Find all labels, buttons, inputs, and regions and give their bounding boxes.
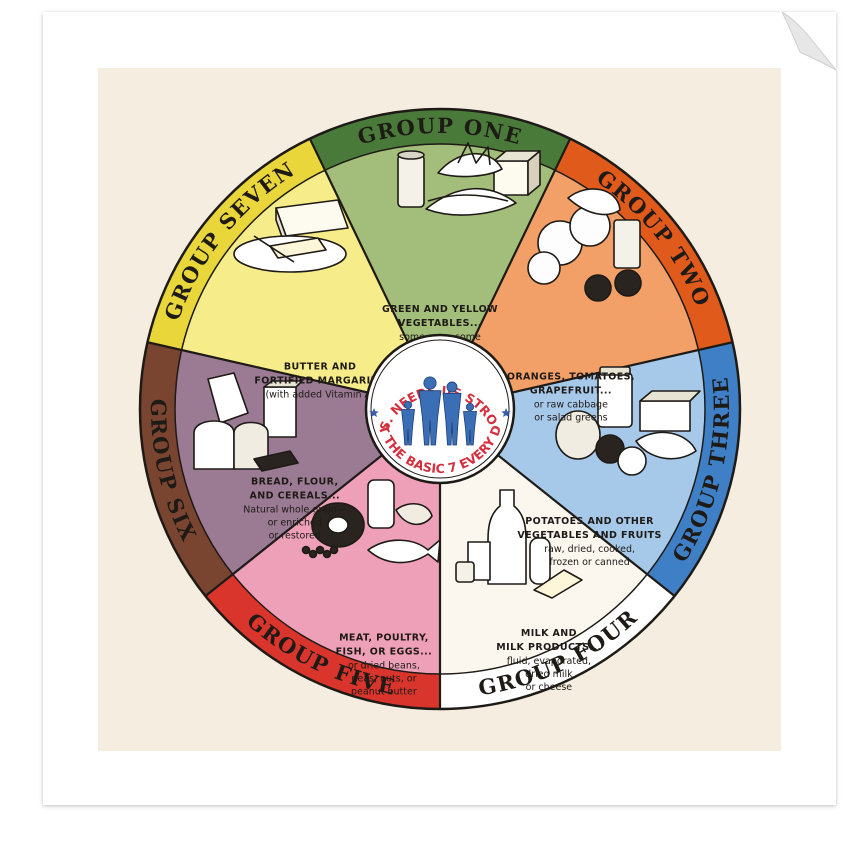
citrus-fruit-icon bbox=[527, 188, 642, 302]
description-body-line: or raw cabbage bbox=[534, 399, 608, 410]
description-body-line: peanut butter bbox=[351, 686, 417, 697]
description-title-line: MEAT, POULTRY, bbox=[339, 632, 429, 643]
ring-segment-7 bbox=[147, 138, 326, 351]
description-title-line: FORTIFIED MARGARINE bbox=[254, 375, 385, 386]
description-title-line: VEGETABLES AND FRUITS bbox=[517, 530, 661, 541]
description-body-line: or restored bbox=[269, 531, 321, 542]
description-title-line: FISH, OR EGGS... bbox=[336, 646, 433, 657]
group-description-4: MILK AND MILK PRODUCTS... fluid, evaporate… bbox=[496, 628, 601, 693]
description-title-line: BUTTER AND bbox=[284, 361, 356, 372]
description-title-line: VEGETABLES... bbox=[398, 318, 482, 329]
description-title-line: POTATOES AND OTHER bbox=[525, 516, 654, 527]
description-body-line: peas, nuts, or bbox=[351, 673, 416, 684]
butter-dish-icon bbox=[233, 199, 349, 273]
ring-segment-6 bbox=[140, 342, 233, 597]
group-description-5: MEAT, POULTRY, FISH, OR EGGS... or dried b… bbox=[336, 632, 433, 697]
description-title-line: MILK PRODUCTS... bbox=[496, 642, 601, 653]
group-description-3: POTATOES AND OTHER VEGETABLES AND FRUITS r… bbox=[517, 516, 661, 568]
description-title-line: ORANGES, TOMATOES, bbox=[507, 371, 635, 382]
description-body-line: Natural whole grain— bbox=[243, 505, 347, 516]
star-icon bbox=[501, 408, 511, 418]
description-body-line: or cheese bbox=[526, 682, 573, 693]
description-title-line: BREAD, FLOUR, bbox=[251, 477, 339, 488]
group-description-7: BUTTER AND FORTIFIED MARGARINE (with added… bbox=[254, 361, 385, 400]
description-title-line: GRAPEFRUIT... bbox=[530, 385, 612, 396]
description-body-line: frozen or canned bbox=[549, 557, 629, 568]
description-body-line: raw, dried, cooked, bbox=[544, 544, 635, 555]
sector-7 bbox=[181, 170, 440, 409]
center-badge bbox=[364, 333, 516, 485]
ring-segment-3 bbox=[647, 342, 740, 597]
potato-fruit-icon bbox=[555, 366, 701, 476]
description-body-line: (with added Vitamin A) bbox=[265, 389, 374, 400]
description-title-line: MILK AND bbox=[521, 628, 577, 639]
family-figures-icon bbox=[401, 376, 477, 446]
description-body-line: fluid, evaporated, bbox=[507, 656, 591, 667]
group-description-6: BREAD, FLOUR, AND CEREALS... Natural whole… bbox=[243, 477, 347, 542]
description-body-line: dried milk bbox=[525, 669, 573, 680]
star-icon bbox=[369, 408, 379, 418]
milk-bottle-icon bbox=[455, 489, 583, 599]
ring-segment-1 bbox=[309, 109, 571, 171]
bread-flour-icon bbox=[193, 372, 303, 472]
description-title-line: AND CEREALS... bbox=[250, 491, 340, 502]
description-body-line: or enriched bbox=[268, 518, 322, 529]
meat-fish-icon bbox=[301, 479, 441, 564]
center-badge-inner-ring bbox=[370, 339, 510, 479]
description-body-line: or salad greens bbox=[534, 412, 607, 423]
group-description-2: ORANGES, TOMATOES, GRAPEFRUIT... or raw ca… bbox=[507, 371, 635, 423]
description-title-line: GREEN AND YELLOW bbox=[382, 304, 498, 315]
vegetables-icon bbox=[397, 142, 541, 216]
description-body-line: or dried beans, bbox=[348, 660, 420, 671]
page-curl-icon bbox=[782, 12, 837, 71]
